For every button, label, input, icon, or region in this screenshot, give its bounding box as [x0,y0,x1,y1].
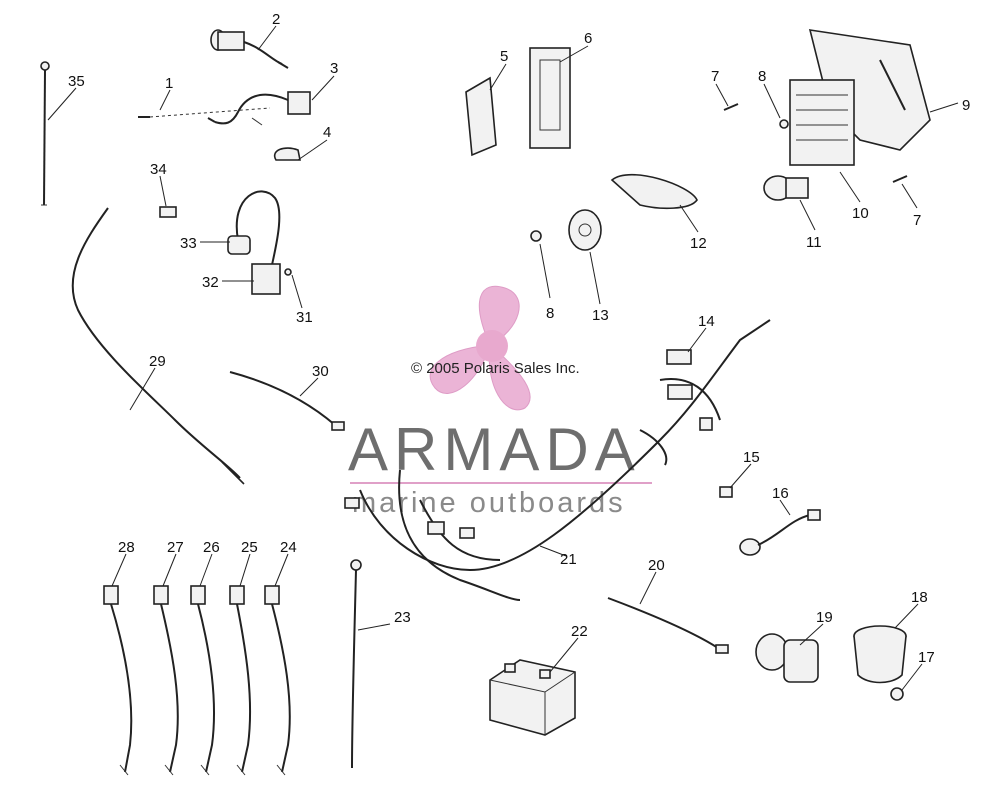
part-regulator-bracket [789,29,931,166]
part-starter-switch [763,175,809,201]
callout-8-top: 8 [758,68,766,85]
part-clip [273,147,301,161]
callout-17: 17 [918,649,935,666]
callout-7-left: 7 [711,68,719,85]
callout-14: 14 [698,313,715,330]
part-bracket [465,76,497,157]
part-ground-cable [40,61,50,206]
callout-24: 24 [280,539,297,556]
callout-35: 35 [68,73,85,90]
callout-22: 22 [571,623,588,640]
callout-32: 32 [202,274,219,291]
part-key [159,206,177,218]
callout-26: 26 [203,539,220,556]
callout-11: 11 [806,234,822,251]
watermark-tagline: marine outboards [352,487,626,519]
callout-21: 21 [560,551,577,568]
part-wire-tie [138,107,271,118]
callout-29: 29 [149,353,166,370]
part-boot-cover [610,173,698,210]
callout-2: 2 [272,11,280,28]
callout-numbers: 1 2 3 4 5 6 7 7 8 8 9 10 11 12 13 14 15 … [68,11,970,666]
part-strap [229,371,345,431]
part-lead-24 [264,585,291,776]
part-lead-28 [103,585,133,776]
callout-7-right: 7 [913,212,921,229]
callout-13: 13 [592,307,609,324]
callout-10: 10 [852,205,869,222]
part-relay-harness [207,91,311,126]
callout-18: 18 [911,589,928,606]
callout-23: 23 [394,609,411,626]
part-main-harness [344,319,771,601]
callout-15: 15 [743,449,760,466]
callout-4: 4 [323,124,331,141]
callout-30: 30 [312,363,329,380]
callout-5: 5 [500,48,508,65]
watermark-brand: ARMADA [348,416,641,483]
part-fuse [666,349,692,365]
callout-1: 1 [165,75,173,92]
callout-19: 19 [816,609,833,626]
part-screw-right [892,175,908,183]
part-horn [530,209,602,251]
part-harness-clip [719,486,733,498]
callout-3: 3 [330,60,338,77]
callout-27: 27 [167,539,184,556]
callout-25: 25 [241,539,258,556]
part-ignition-coil [227,190,292,295]
callout-12: 12 [690,235,707,252]
callout-33: 33 [180,235,197,252]
part-lead-26 [190,585,216,776]
callout-28: 28 [118,539,135,556]
callout-34: 34 [150,161,167,178]
part-lead-25 [229,585,252,776]
part-screw-left [723,103,739,111]
callout-16: 16 [772,485,789,502]
part-throttle-cable [71,207,245,485]
part-gauge-mount [755,633,819,683]
leader-lines [47,25,959,691]
copyright-text: © 2005 Polaris Sales Inc. [411,360,580,377]
callout-8-horn: 8 [546,305,554,322]
part-pigtail-connector [739,509,821,556]
part-nut [890,687,904,701]
callout-20: 20 [648,557,665,574]
part-washer [779,119,789,129]
part-gauge [853,625,907,684]
callout-31: 31 [296,309,313,326]
callout-9: 9 [962,97,970,114]
part-battery-cable [350,559,362,769]
propeller-logo [429,285,531,411]
part-battery [489,659,576,736]
part-lead-27 [153,585,179,776]
part-wire-strap [607,597,729,654]
callout-6: 6 [584,30,592,47]
part-cdi-module [529,47,571,149]
part-kill-switch [210,29,289,69]
